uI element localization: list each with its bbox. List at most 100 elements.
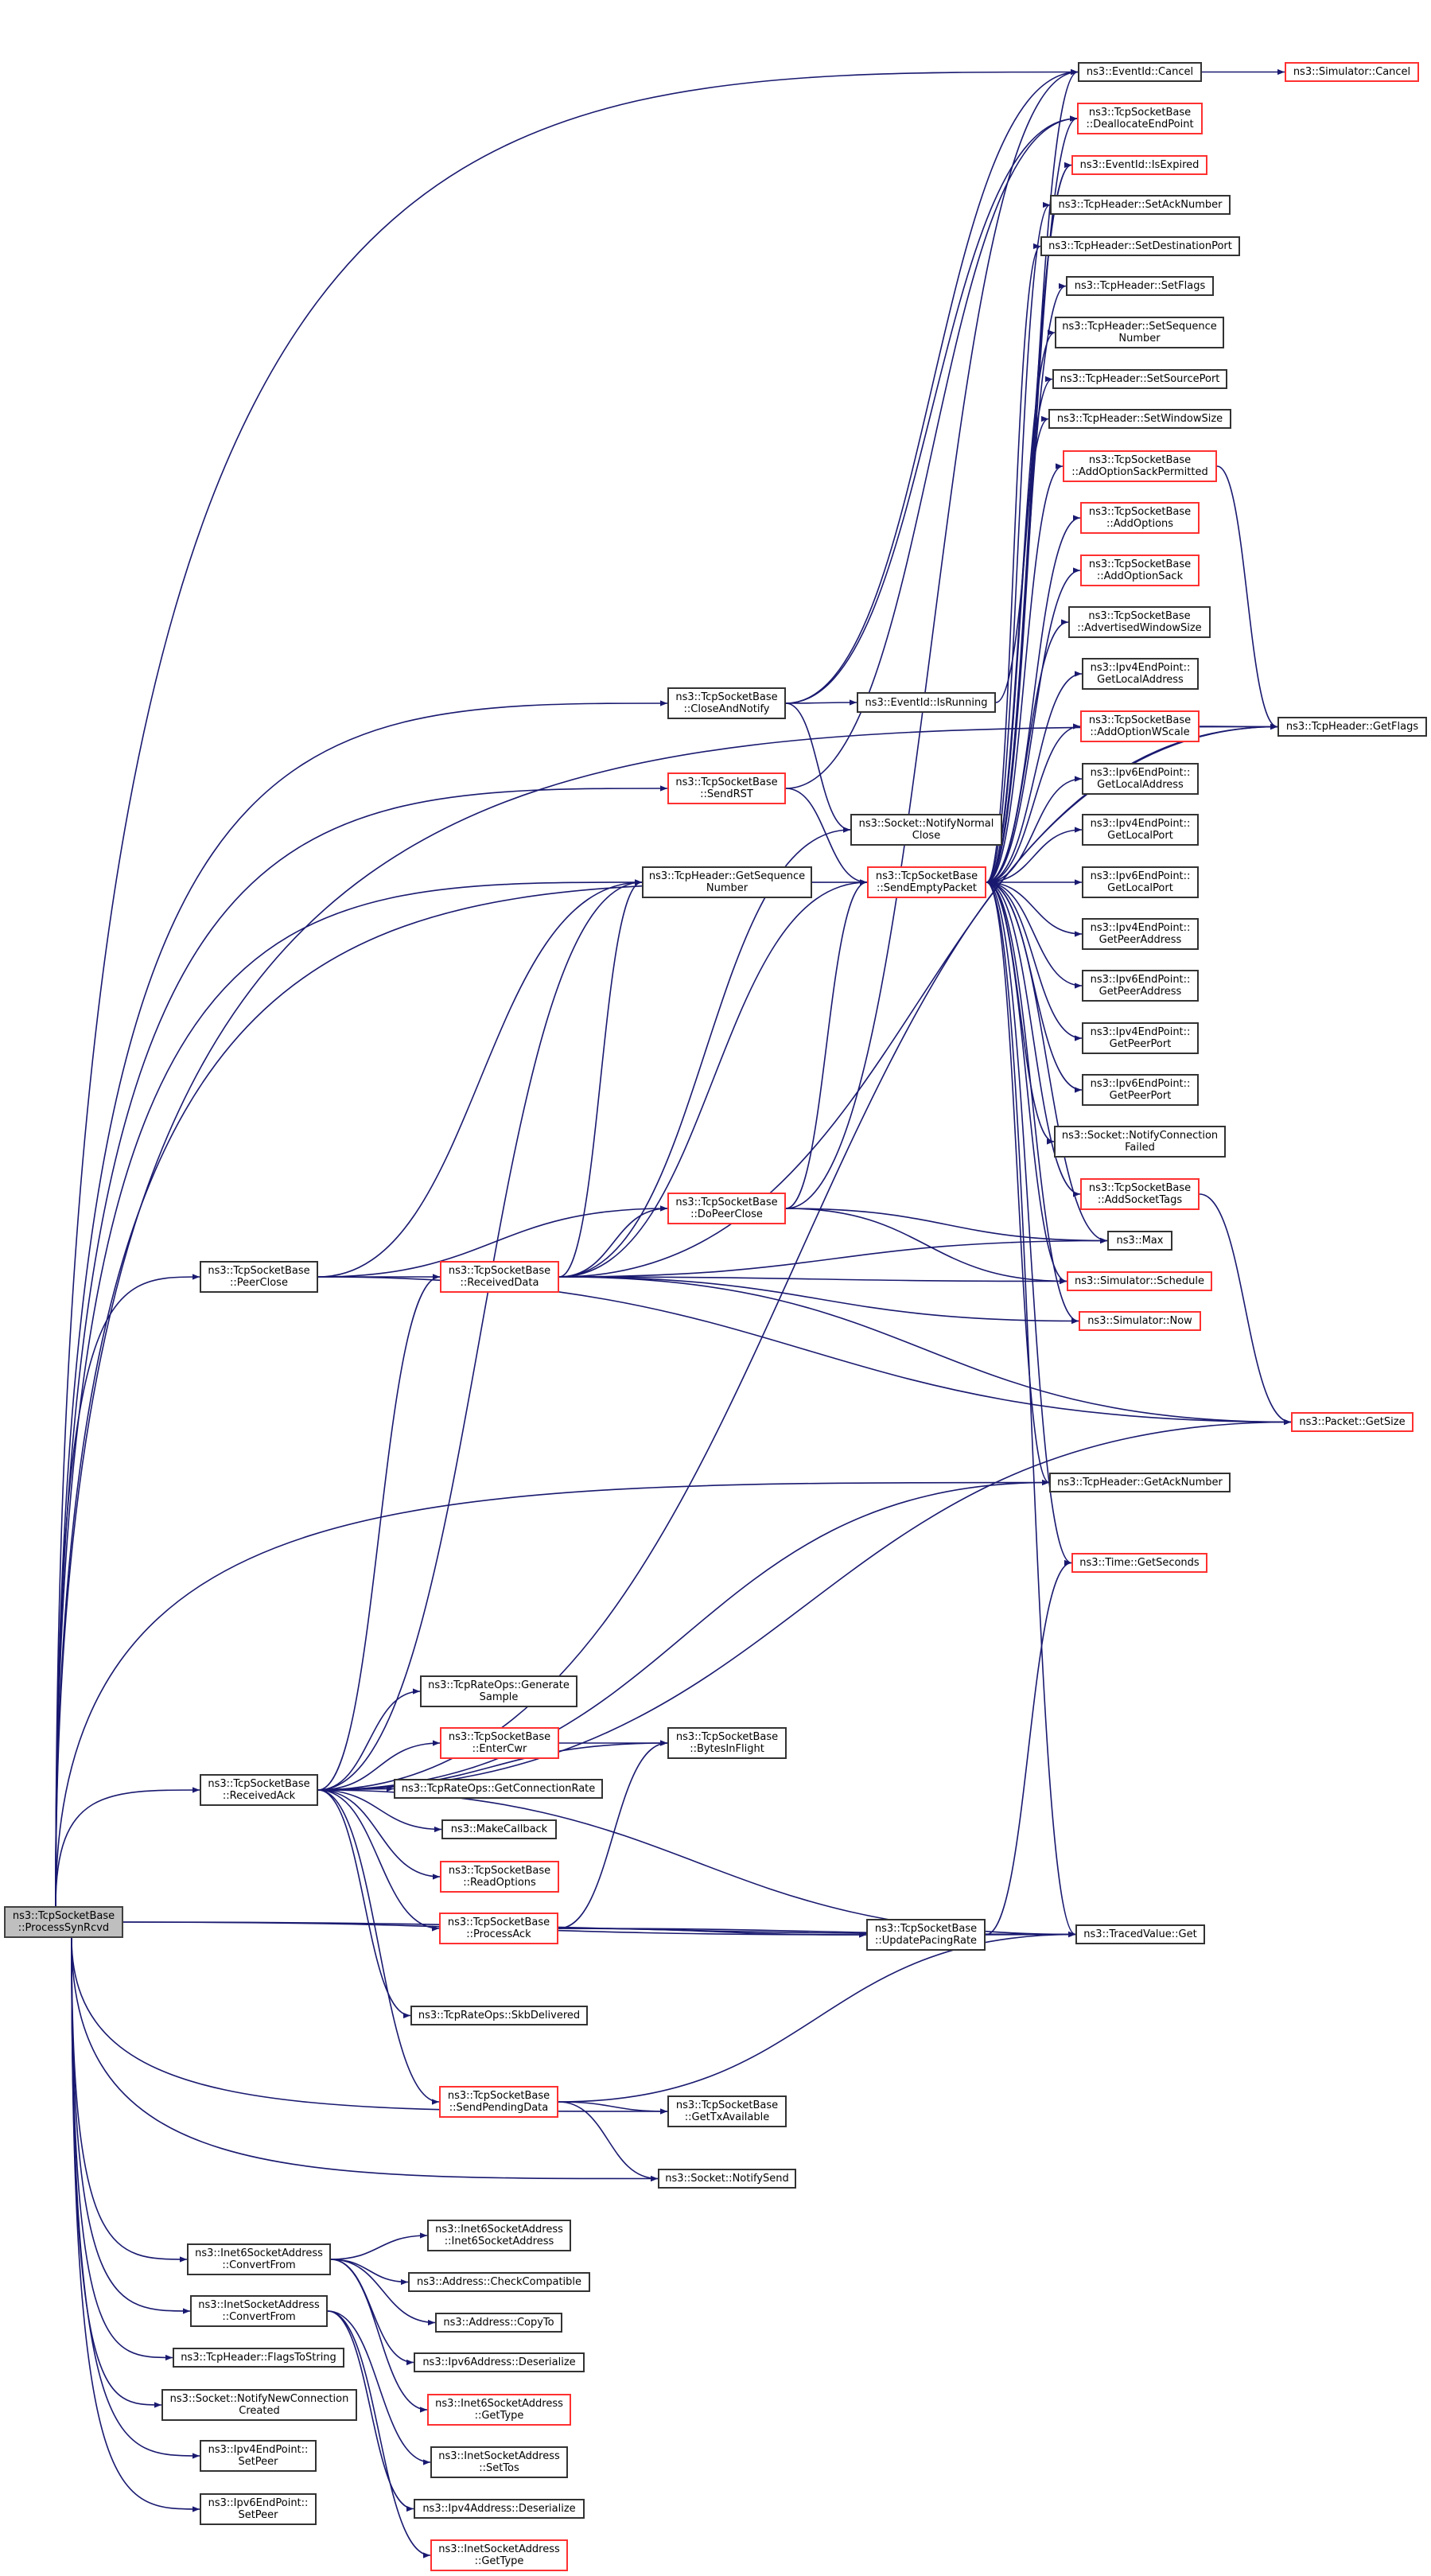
node-label: ns3::Simulator::Schedule: [1074, 1275, 1205, 1287]
node-tcp-rate-ops-skb-delivered[interactable]: ns3::TcpRateOps::SkbDelivered: [410, 2006, 588, 2025]
node-max[interactable]: ns3::Max: [1107, 1231, 1172, 1251]
node-tcp-socket-base-received-ack[interactable]: ns3::TcpSocketBase::ReceivedAck: [200, 1774, 318, 1806]
node-ipv6address-deserialize[interactable]: ns3::Ipv6Address::Deserialize: [414, 2352, 585, 2372]
node-make-callback[interactable]: ns3::MakeCallback: [441, 1819, 557, 1839]
node-tcp-socket-base-advertised-window-size[interactable]: ns3::TcpSocketBase::AdvertisedWindowSize: [1068, 606, 1211, 638]
node-label: ns3::Simulator::Cancel: [1293, 66, 1411, 78]
node-label: ns3::TcpHeader::SetDestinationPort: [1048, 240, 1232, 252]
edge-recvdata-to-getseqnum: [558, 879, 643, 1278]
node-event-id-is-running[interactable]: ns3::EventId::IsRunning: [857, 692, 996, 713]
node-tcp-socket-base-close-and-notify[interactable]: ns3::TcpSocketBase::CloseAndNotify: [667, 687, 786, 719]
node-tcp-socket-base-process-ack[interactable]: ns3::TcpSocketBase::ProcessAck: [439, 1913, 558, 1944]
node-label: ns3::Ipv6EndPoint::: [1090, 870, 1191, 882]
node-ipv6end-point-get-peer-port[interactable]: ns3::Ipv6EndPoint::GetPeerPort: [1082, 1074, 1199, 1106]
node-simulator-schedule[interactable]: ns3::Simulator::Schedule: [1067, 1271, 1212, 1291]
edge-sep-to-v4la: [986, 671, 1083, 883]
node-event-id-is-expired[interactable]: ns3::EventId::IsExpired: [1071, 155, 1207, 175]
node-label: ns3::TcpSocketBase: [1088, 610, 1191, 622]
node-tcp-socket-base-send-pending-data[interactable]: ns3::TcpSocketBase::SendPendingData: [439, 2086, 558, 2118]
node-tcp-socket-base-read-options[interactable]: ns3::TcpSocketBase::ReadOptions: [440, 1861, 559, 1893]
node-label: ::SetTos: [479, 2462, 519, 2474]
node-ipv4end-point-get-peer-address[interactable]: ns3::Ipv4EndPoint::GetPeerAddress: [1082, 918, 1199, 950]
node-address-check-compatible[interactable]: ns3::Address::CheckCompatible: [408, 2272, 590, 2292]
node-label: ns3::MakeCallback: [450, 1823, 548, 1835]
node-label: ns3::Address::CopyTo: [443, 2317, 554, 2329]
node-tcp-socket-base-send-rst[interactable]: ns3::TcpSocketBase::SendRST: [667, 772, 786, 804]
node-tcp-socket-base-send-empty-packet[interactable]: ns3::TcpSocketBase::SendEmptyPacket: [867, 866, 986, 898]
node-simulator-now[interactable]: ns3::Simulator::Now: [1079, 1311, 1201, 1331]
node-ipv6end-point-set-peer[interactable]: ns3::Ipv6EndPoint::SetPeer: [200, 2493, 317, 2525]
node-tcp-socket-base-enter-cwr[interactable]: ns3::TcpSocketBase::EnterCwr: [440, 1727, 559, 1759]
node-label: Number: [706, 882, 749, 894]
edge-processack-to-tracedget: [558, 1928, 1076, 1938]
node-ipv4end-point-get-peer-port[interactable]: ns3::Ipv4EndPoint::GetPeerPort: [1082, 1022, 1199, 1054]
node-tcp-header-get-flags[interactable]: ns3::TcpHeader::GetFlags: [1277, 717, 1427, 737]
node-tcp-socket-base-update-pacing-rate[interactable]: ns3::TcpSocketBase::UpdatePacingRate: [866, 1919, 986, 1951]
node-tcp-header-set-ack-number[interactable]: ns3::TcpHeader::SetAckNumber: [1050, 195, 1231, 215]
node-tcp-socket-base-deallocate-end-point[interactable]: ns3::TcpSocketBase::DeallocateEndPoint: [1077, 103, 1203, 134]
node-label: ns3::Ipv4Address::Deserialize: [422, 2503, 576, 2515]
node-tcp-socket-base-add-option-sack-permitted[interactable]: ns3::TcpSocketBase::AddOptionSackPermitt…: [1063, 450, 1217, 482]
node-inet-socket-address-get-type[interactable]: ns3::InetSocketAddress::GetType: [430, 2539, 568, 2571]
node-label: ns3::Ipv6EndPoint::: [1090, 974, 1191, 986]
node-tcp-socket-base-bytes-in-flight[interactable]: ns3::TcpSocketBase::BytesInFlight: [667, 1727, 787, 1759]
node-socket-notify-send[interactable]: ns3::Socket::NotifySend: [658, 2169, 796, 2189]
node-ipv6end-point-get-local-port[interactable]: ns3::Ipv6EndPoint::GetLocalPort: [1082, 866, 1199, 898]
node-label: ns3::TcpSocketBase: [448, 1731, 551, 1743]
node-tcp-socket-base-get-tx-available[interactable]: ns3::TcpSocketBase::GetTxAvailable: [667, 2095, 787, 2127]
edge-sep-to-max: [986, 881, 1108, 1244]
edge-recvack-to-gensample: [317, 1688, 421, 1791]
node-tcp-header-set-destination-port[interactable]: ns3::TcpHeader::SetDestinationPort: [1040, 236, 1240, 256]
node-inet-socket-address-set-tos[interactable]: ns3::InetSocketAddress::SetTos: [430, 2446, 568, 2478]
node-tcp-rate-ops-get-connection-rate[interactable]: ns3::TcpRateOps::GetConnectionRate: [394, 1779, 603, 1799]
node-tcp-header-set-window-size[interactable]: ns3::TcpHeader::SetWindowSize: [1048, 409, 1231, 429]
node-inet6socket-address-get-type[interactable]: ns3::Inet6SocketAddress::GetType: [427, 2394, 571, 2426]
node-ipv4end-point-set-peer[interactable]: ns3::Ipv4EndPoint::SetPeer: [200, 2440, 317, 2472]
node-tcp-header-set-flags[interactable]: ns3::TcpHeader::SetFlags: [1066, 276, 1214, 296]
node-label: ns3::InetSocketAddress: [438, 2543, 560, 2555]
node-label: ns3::TcpHeader::SetWindowSize: [1056, 413, 1223, 425]
node-tcp-header-flags-to-string[interactable]: ns3::TcpHeader::FlagsToString: [173, 2348, 344, 2368]
node-label: ns3::TcpSocketBase: [1088, 714, 1192, 726]
node-ipv6end-point-get-local-address[interactable]: ns3::Ipv6EndPoint::GetLocalAddress: [1082, 763, 1199, 795]
node-label: Failed: [1125, 1142, 1155, 1154]
node-tcp-header-set-source-port[interactable]: ns3::TcpHeader::SetSourcePort: [1052, 369, 1227, 389]
node-tcp-socket-base-process-syn-rcvd[interactable]: ns3::TcpSocketBase::ProcessSynRcvd: [4, 1906, 123, 1938]
edge-processack-to-bytesinflight: [558, 1740, 668, 1929]
node-simulator-cancel[interactable]: ns3::Simulator::Cancel: [1285, 62, 1419, 82]
node-traced-value-get[interactable]: ns3::TracedValue::Get: [1075, 1924, 1205, 1944]
node-inet6socket-address-inet6socket-address[interactable]: ns3::Inet6SocketAddress::Inet6SocketAddr…: [427, 2220, 571, 2251]
node-label: ns3::Socket::NotifyNormal: [858, 818, 994, 830]
edge-psr-to-sendrst: [55, 785, 668, 1907]
node-label: ns3::TcpHeader::SetFlags: [1074, 280, 1206, 292]
node-tcp-header-get-ack-number[interactable]: ns3::TcpHeader::GetAckNumber: [1049, 1473, 1231, 1492]
node-packet-get-size[interactable]: ns3::Packet::GetSize: [1291, 1412, 1414, 1432]
node-tcp-socket-base-do-peer-close[interactable]: ns3::TcpSocketBase::DoPeerClose: [667, 1193, 786, 1224]
node-tcp-socket-base-add-option-wscale[interactable]: ns3::TcpSocketBase::AddOptionWScale: [1080, 710, 1200, 742]
node-tcp-socket-base-add-socket-tags[interactable]: ns3::TcpSocketBase::AddSocketTags: [1080, 1178, 1200, 1210]
node-ipv6end-point-get-peer-address[interactable]: ns3::Ipv6EndPoint::GetPeerAddress: [1082, 970, 1199, 1002]
node-inet-socket-address-convert-from[interactable]: ns3::InetSocketAddress::ConvertFrom: [190, 2295, 328, 2327]
node-tcp-socket-base-add-options[interactable]: ns3::TcpSocketBase::AddOptions: [1080, 502, 1200, 534]
node-label: GetPeerAddress: [1099, 934, 1182, 946]
node-address-copy-to[interactable]: ns3::Address::CopyTo: [435, 2313, 562, 2333]
node-ipv4end-point-get-local-port[interactable]: ns3::Ipv4EndPoint::GetLocalPort: [1082, 814, 1199, 846]
node-inet6socket-address-convert-from[interactable]: ns3::Inet6SocketAddress::ConvertFrom: [187, 2243, 331, 2275]
node-tcp-socket-base-peer-close[interactable]: ns3::TcpSocketBase::PeerClose: [200, 1261, 318, 1293]
node-tcp-socket-base-add-option-sack[interactable]: ns3::TcpSocketBase::AddOptionSack: [1080, 555, 1200, 586]
node-label: ns3::Ipv4EndPoint::: [1090, 818, 1191, 830]
node-ipv4address-deserialize[interactable]: ns3::Ipv4Address::Deserialize: [414, 2499, 585, 2519]
node-tcp-socket-base-received-data[interactable]: ns3::TcpSocketBase::ReceivedData: [440, 1261, 559, 1293]
node-label: ns3::TcpSocketBase: [875, 870, 978, 882]
node-label: ns3::TcpSocketBase: [208, 1265, 310, 1277]
node-event-id-cancel[interactable]: ns3::EventId::Cancel: [1078, 62, 1202, 82]
node-time-get-seconds[interactable]: ns3::Time::GetSeconds: [1071, 1553, 1207, 1573]
node-ipv4end-point-get-local-address[interactable]: ns3::Ipv4EndPoint::GetLocalAddress: [1082, 658, 1199, 690]
